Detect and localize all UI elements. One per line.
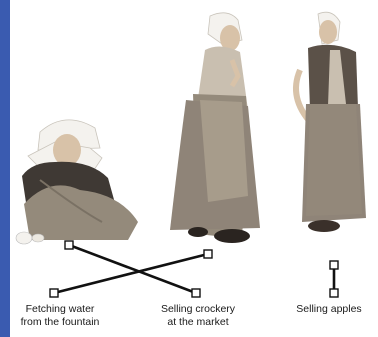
label-line: Selling apples	[285, 303, 373, 316]
answer-lines	[54, 245, 334, 293]
connector-line	[69, 245, 196, 293]
anchor-standing-woman[interactable]	[204, 250, 212, 258]
anchor-woman-from-behind[interactable]	[330, 261, 338, 269]
anchor-apples-label[interactable]	[330, 289, 338, 297]
connector-line	[54, 254, 208, 293]
matching-exercise-canvas: Fetching water from the fountain Selling…	[10, 0, 378, 337]
standing-woman-figure	[170, 13, 260, 243]
anchor-seated-woman[interactable]	[65, 241, 73, 249]
seated-woman-figure	[16, 120, 138, 244]
label-line: at the market	[148, 316, 248, 329]
label-line: Selling crockery	[148, 303, 248, 316]
anchor-crockery-label[interactable]	[192, 289, 200, 297]
label-line: from the fountain	[10, 316, 110, 329]
label-fetching-water: Fetching water from the fountain	[10, 303, 110, 329]
label-selling-crockery: Selling crockery at the market	[148, 303, 248, 329]
label-line: Fetching water	[10, 303, 110, 316]
illustration	[10, 0, 378, 337]
anchor-water-label[interactable]	[50, 289, 58, 297]
connection-points	[50, 241, 338, 297]
label-selling-apples: Selling apples	[285, 303, 373, 316]
woman-from-behind-figure	[296, 12, 366, 232]
